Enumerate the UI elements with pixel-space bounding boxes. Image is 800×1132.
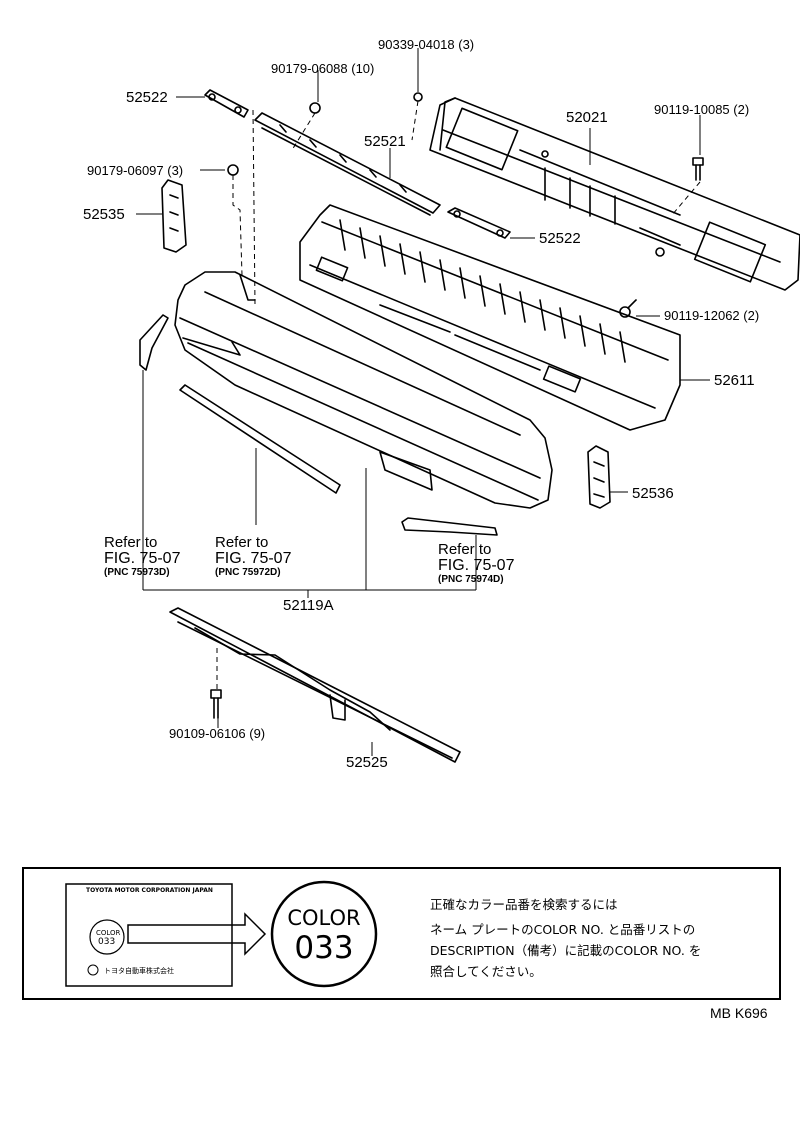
label-90339-04018: 90339-04018 (3) — [378, 37, 475, 52]
label-90119-10085: 90119-10085 (2) — [654, 102, 750, 117]
nameplate — [65, 883, 233, 987]
label-52536: 52536 — [632, 485, 674, 502]
bumper-cover-52119a — [174, 271, 553, 509]
label-52522-top: 52522 — [126, 89, 168, 106]
label-52535: 52535 — [83, 206, 125, 223]
nameplate-code: 033 — [98, 937, 116, 947]
nut-90179-06097 — [227, 164, 239, 176]
reference-fig-link[interactable]: FIG. 75-07 — [104, 549, 181, 567]
corner-molding-right — [401, 517, 498, 536]
reference-block: Refer to FIG. 75-07 (PNC 75973D) — [104, 535, 180, 578]
clip-90339-04018 — [413, 92, 423, 102]
reference-block: Refer to FIG. 75-07 (PNC 75972D) — [215, 535, 291, 578]
big-color-circle — [270, 880, 378, 988]
reference-pnc: (PNC 75973D) — [104, 566, 170, 578]
big-color-code: 033 — [294, 930, 354, 966]
reference-fig-link[interactable]: FIG. 75-07 — [215, 549, 292, 567]
side-retainer-52535 — [161, 179, 187, 253]
label-52119a: 52119A — [283, 597, 334, 614]
reference-line1: Refer to — [438, 541, 492, 558]
nameplate-color: COLOR — [96, 929, 121, 937]
instruction-line: 照合してください。 — [430, 964, 542, 979]
footer-code: MB K696 — [710, 1005, 768, 1021]
reference-pnc: (PNC 75974D) — [438, 573, 504, 585]
energy-absorber-52611 — [299, 204, 681, 431]
lower-support-52525 — [169, 607, 461, 763]
reference-line1: Refer to — [215, 534, 269, 551]
reference-pnc: (PNC 75972D) — [215, 566, 281, 578]
bolt-90119-10085 — [692, 157, 704, 181]
label-90119-12062: 90119-12062 (2) — [664, 308, 760, 323]
bumper-bracket-52521 — [254, 112, 441, 216]
nut-90179-06088 — [309, 102, 321, 114]
bolt-90119-12062 — [619, 299, 637, 318]
label-52021: 52021 — [566, 109, 608, 126]
label-52522-mid: 52522 — [539, 230, 581, 247]
big-color-label: COLOR — [287, 906, 361, 930]
label-90179-06088: 90179-06088 (10) — [271, 61, 375, 76]
reference-fig-link[interactable]: FIG. 75-07 — [438, 556, 515, 574]
nameplate-maker: TOYOTA MOTOR CORPORATION JAPAN — [86, 887, 213, 894]
arrow-icon — [127, 912, 267, 956]
label-90109-06106: 90109-06106 (9) — [169, 726, 266, 741]
label-52521: 52521 — [364, 133, 406, 150]
bolt-90109-06106 — [210, 689, 222, 719]
reference-line1: Refer to — [104, 534, 158, 551]
corner-molding-left — [139, 314, 169, 371]
nameplate-color-circle — [89, 919, 125, 955]
side-retainer-52536 — [587, 445, 611, 509]
instruction-line: DESCRIPTION（備考）に記載のCOLOR NO. を — [430, 943, 702, 958]
nameplate-company: トヨタ自動車株式会社 — [104, 967, 174, 975]
instruction-line: 正確なカラー品番を検索するには — [430, 897, 618, 912]
bumper-molding — [179, 384, 341, 494]
toyota-logo-icon — [87, 964, 99, 976]
label-52611: 52611 — [714, 372, 755, 389]
reference-block: Refer to FIG. 75-07 (PNC 75974D) — [438, 542, 514, 585]
instruction-line: ネーム プレートのCOLOR NO. と品番リストの — [430, 922, 696, 937]
label-52525: 52525 — [346, 754, 388, 771]
retainer-52522-top — [204, 89, 249, 118]
label-90179-06097: 90179-06097 (3) — [87, 163, 184, 178]
retainer-52522-mid — [447, 207, 511, 239]
color-note-box — [22, 867, 781, 1000]
bumper-reinforcement-52021 — [429, 97, 800, 291]
